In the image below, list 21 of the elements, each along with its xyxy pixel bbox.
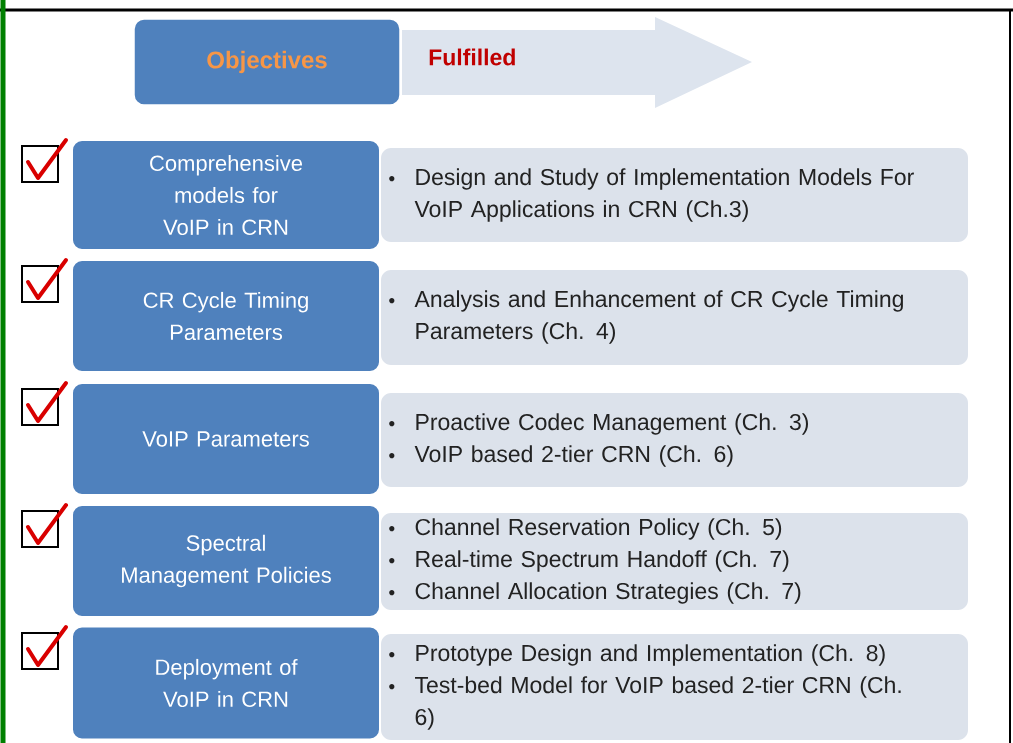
bullet-item: Design and Study of Implementation Models For VoIP Applications in CRN (Ch.3) [389, 168, 914, 222]
result-box [381, 513, 968, 610]
bullet-item: Channel Allocation Strategies (Ch. 7) [389, 582, 801, 604]
objective-box: Deployment of VoIP in CRN [71, 625, 381, 741]
objective-box: CR Cycle Timing Parameters [71, 259, 381, 373]
bullet-item: VoIP based 2-tier CRN (Ch. 6) [389, 445, 733, 467]
result-box [381, 393, 968, 487]
header-box: Objectives [133, 18, 401, 106]
bullet-item: Proactive Codec Management (Ch. 3) [389, 413, 808, 435]
objective-box: Spectral Management Policies [71, 504, 381, 618]
bullet-item: Prototype Design and Implementation (Ch. 8) [389, 644, 885, 666]
arrow-banner: Fulfilled [402, 17, 752, 108]
objective-box: Comprehensive models for VoIP in CRN [71, 139, 381, 251]
bullet-item: Real-time Spectrum Handoff (Ch. 7) [389, 550, 789, 572]
bullet-item: Test-bed Model for VoIP based 2-tier CRN (Ch. 6) [389, 676, 901, 730]
bullet-item: Channel Reservation Policy (Ch. 5) [389, 518, 782, 540]
objective-box: VoIP Parameters [71, 382, 381, 496]
result-box [381, 634, 968, 740]
result-box [381, 148, 968, 242]
bullet-item: Analysis and Enhancement of CR Cycle Timing Parameters (Ch. 4) [389, 290, 903, 344]
result-box [381, 270, 968, 365]
